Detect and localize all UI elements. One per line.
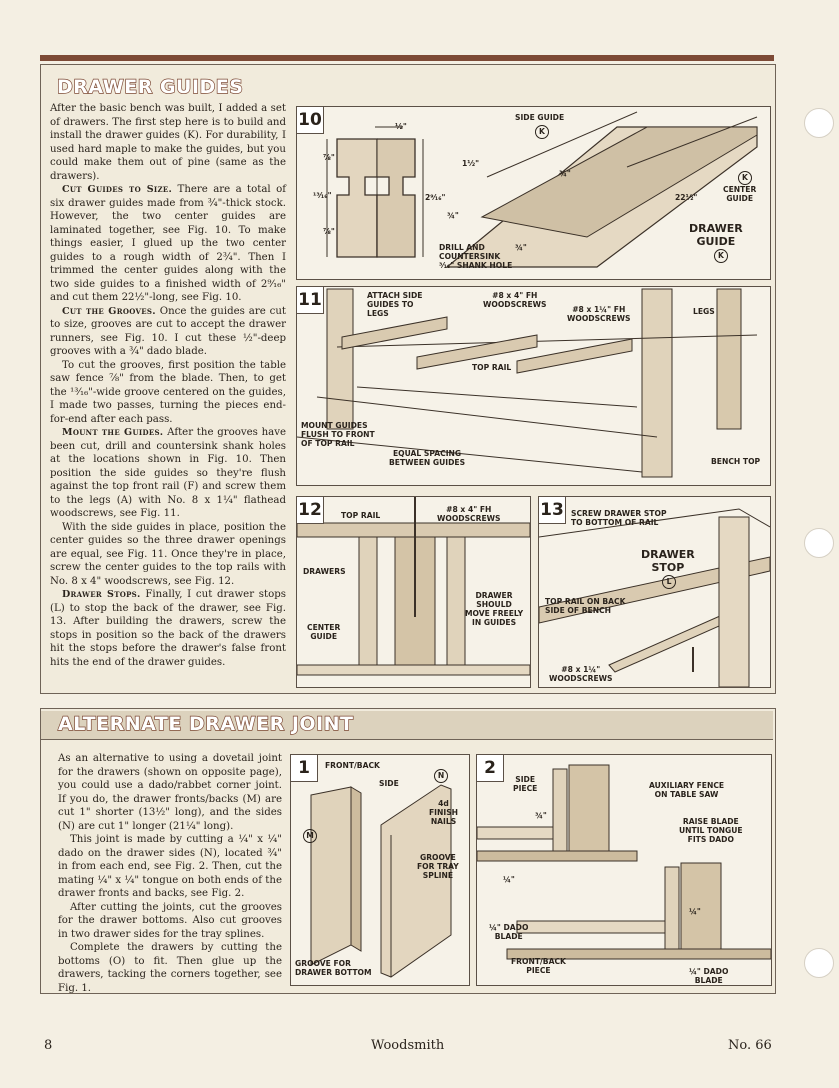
callout-label: DRILL AND COUNTERSINK ³⁄₁₆" SHANK HOLE <box>439 243 513 270</box>
paragraph: Cut Guides to Size. There are a total of… <box>50 184 286 303</box>
callout-label: AUXILIARY FENCE ON TABLE SAW <box>649 781 725 799</box>
paragraph: With the side guides in place, position … <box>50 521 286 587</box>
bench-drawing <box>297 288 758 478</box>
callout-label: #8 x 4" FH WOODSCREWS <box>437 505 501 523</box>
dimension-label: ¾" <box>447 211 459 220</box>
section-heading: ALTERNATE DRAWER JOINT <box>57 712 354 735</box>
callout-label: BENCH TOP <box>711 457 761 466</box>
callout-label: TOP RAIL ON BACK SIDE OF BENCH <box>545 597 626 615</box>
callout-label: GROOVE FOR DRAWER BOTTOM <box>295 959 372 977</box>
callout-label: ¼" DADO BLADE <box>489 923 529 941</box>
dimension-label: ¼" <box>689 907 701 916</box>
callout-label: DRAWERS <box>303 567 346 576</box>
part-letter: K <box>535 125 549 139</box>
part-letter: K <box>714 249 728 263</box>
dimension-label: ⅞" <box>323 153 335 162</box>
top-rule <box>40 55 774 61</box>
callout-label: MOUNT GUIDES FLUSH TO FRONT OF TOP RAIL <box>301 421 375 448</box>
callout-label: DRAWER STOP <box>641 548 695 574</box>
callout-label: #8 x 1¼" WOODSCREWS <box>549 665 613 683</box>
figure-joint-2: 2 SIDE PIECE ¾" AUXILIARY FENCE ON TABLE… <box>476 754 772 986</box>
figure-number: 10 <box>297 107 324 134</box>
dimension-label: ⅞" <box>323 227 335 236</box>
callout-label: FRONT/BACK PIECE <box>511 957 566 975</box>
paragraph: This joint is made by cutting a ¼" x ¼" … <box>58 834 282 899</box>
paragraph: Cut the Grooves. Once the guides are cut… <box>50 305 286 358</box>
figure-number: 1 <box>291 755 318 782</box>
cross-section-drawing <box>297 497 530 676</box>
callout-label: FRONT/BACK <box>325 761 380 770</box>
callout-label: SIDE <box>379 779 399 788</box>
dimension-label: ½" <box>395 122 407 131</box>
callout-label: #8 x 4" FH WOODSCREWS <box>483 291 547 309</box>
figure-number: 12 <box>297 497 324 524</box>
callout-label: DRAWER GUIDE <box>689 222 743 248</box>
figure-number: 2 <box>477 755 504 782</box>
magazine-name: Woodsmith <box>371 1038 445 1053</box>
paragraph: As an alternative to using a dovetail jo… <box>58 753 282 832</box>
dimension-label: ¹³⁄₁₆" <box>313 191 332 200</box>
callout-label: GROOVE FOR TRAY SPLINE <box>417 853 459 880</box>
callout-label: CENTER GUIDE <box>723 185 757 203</box>
figure-number: 13 <box>539 497 566 524</box>
binder-hole <box>804 948 834 978</box>
heading-bar <box>41 711 773 740</box>
callout-label: SCREW DRAWER STOP TO BOTTOM OF RAIL <box>571 509 667 527</box>
binder-hole <box>804 108 834 138</box>
callout-label: SIDE PIECE <box>513 775 538 793</box>
callout-label: TOP RAIL <box>472 363 512 372</box>
part-letter: K <box>738 171 752 185</box>
callout-label: 4d FINISH NAILS <box>429 799 459 826</box>
guide-drawing <box>326 111 758 268</box>
figure-13: 13 SCREW DRAWER STOP TO BOTTOM OF RAIL D… <box>538 496 771 688</box>
figure-10: 10 ½" ⅞" ¹³⁄₁₆" ⅞" 2⁹⁄₁₆" 1½" ¾" ¾" ¾" 2… <box>296 106 771 280</box>
dado-setup-drawing <box>477 764 771 960</box>
callout-label: EQUAL SPACING BETWEEN GUIDES <box>389 449 466 467</box>
issue-number: No. 66 <box>728 1038 772 1053</box>
section-heading: DRAWER GUIDES <box>56 75 244 98</box>
figure-joint-1: 1 FRONT/BACK SIDE N M 4d FINISH NAILS GR… <box>290 754 470 986</box>
dimension-label: ¾" <box>535 811 547 820</box>
figure-12: 12 TOP RAIL #8 x 4" FH WOODSCREWS DRAWER… <box>296 496 531 688</box>
dimension-label: ¼" <box>503 875 515 884</box>
callout-label: LEGS <box>693 307 715 316</box>
callout-label: #8 x 1¼" FH WOODSCREWS <box>567 305 631 323</box>
paragraph: To cut the grooves, first position the t… <box>50 359 286 425</box>
part-letter: L <box>662 575 676 589</box>
callout-label: ATTACH SIDE GUIDES TO LEGS <box>367 291 423 318</box>
dimension-label: ¾" <box>559 169 571 178</box>
page-number: 8 <box>44 1038 53 1053</box>
article-text: After the basic bench was built, I added… <box>50 102 286 669</box>
dimension-label: 1½" <box>462 159 480 168</box>
callout-label: DRAWER SHOULD MOVE FREELY IN GUIDES <box>465 591 524 627</box>
paragraph: Drawer Stops. Finally, I cut drawer stop… <box>50 589 287 668</box>
binder-hole <box>804 528 834 558</box>
article-text: As an alternative to using a dovetail jo… <box>58 752 282 995</box>
paragraph: After cutting the joints, cut the groove… <box>58 901 282 940</box>
paragraph: After the basic bench was built, I added… <box>50 103 286 182</box>
dimension-label: ¾" <box>515 243 527 252</box>
part-letter: M <box>303 829 317 843</box>
paragraph: Mount the Guides. After the grooves have… <box>50 427 286 519</box>
dimension-label: 22½" <box>675 193 698 202</box>
part-letter: N <box>434 769 448 783</box>
figure-number: 11 <box>297 287 324 314</box>
drawer-stop-drawing <box>539 508 770 687</box>
drawer-corner-drawing <box>310 784 452 978</box>
dimension-label: 2⁹⁄₁₆" <box>425 193 446 202</box>
callout-label: RAISE BLADE UNTIL TONGUE FITS DADO <box>679 817 743 844</box>
callout-label: TOP RAIL <box>341 511 381 520</box>
callout-label: CENTER GUIDE <box>307 623 341 641</box>
callout-label: ¼" DADO BLADE <box>689 967 729 985</box>
callout-label: SIDE GUIDE <box>515 113 565 122</box>
paragraph: Complete the drawers by cutting the bott… <box>58 942 282 994</box>
figure-11: 11 ATTACH SIDE GUIDES TO LEGS #8 x 4" FH… <box>296 286 771 486</box>
